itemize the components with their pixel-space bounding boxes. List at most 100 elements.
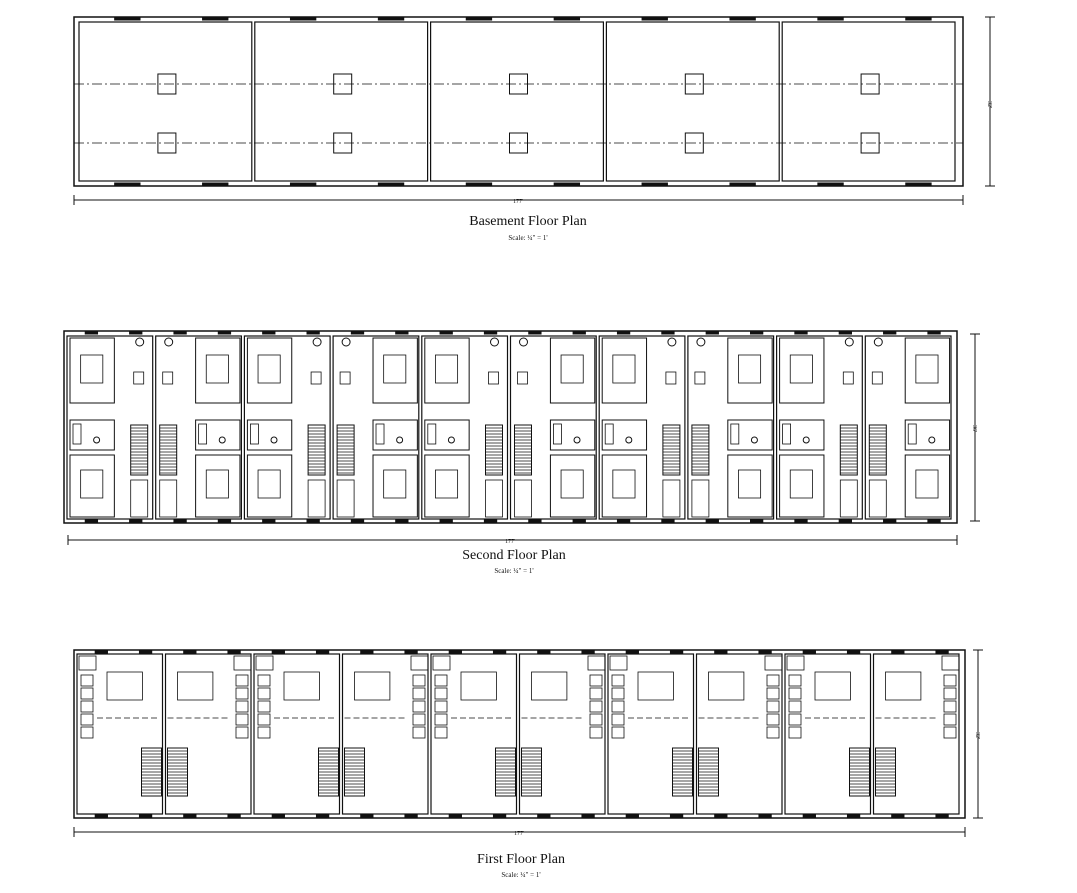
bedroom: [372, 337, 418, 404]
toilet: [270, 436, 278, 444]
half-bath: [255, 655, 274, 671]
bedroom: [549, 337, 596, 404]
closet: [691, 479, 710, 518]
kitchen-counter: [235, 713, 249, 726]
unit: [155, 335, 242, 520]
kitchen-counter: [434, 687, 448, 700]
bed: [80, 469, 104, 499]
bed: [257, 469, 281, 499]
kitchen-counter: [412, 674, 426, 687]
unit: [775, 335, 863, 520]
bathtub: [782, 423, 791, 445]
table: [531, 671, 568, 701]
unit: [518, 653, 606, 815]
unit: [872, 653, 960, 815]
bedroom: [195, 337, 241, 404]
kitchen-counter: [412, 726, 426, 739]
closet: [162, 371, 174, 385]
closet: [517, 371, 528, 385]
kitchen-counter: [788, 700, 802, 713]
bed: [612, 469, 636, 499]
basement-title: Basement Floor Plan: [469, 214, 586, 229]
bedroom: [246, 337, 293, 404]
bed: [560, 469, 584, 499]
kitchen-counter: [943, 674, 957, 687]
bed: [383, 354, 407, 384]
basement-unit: [605, 21, 780, 182]
bed: [435, 469, 459, 499]
bed: [383, 469, 407, 499]
closet: [310, 371, 322, 385]
unit: [164, 653, 252, 815]
bathroom: [424, 419, 470, 451]
kitchen-counter: [611, 726, 625, 739]
support-column: [684, 132, 704, 154]
basement-unit: [78, 21, 253, 182]
support-column: [157, 132, 177, 154]
water-heater: [341, 337, 351, 347]
stairs: [159, 424, 178, 476]
toilet: [573, 436, 581, 444]
first-floor-plan: [73, 649, 983, 837]
bed: [257, 354, 281, 384]
bathroom: [195, 419, 241, 451]
kitchen-counter: [235, 674, 249, 687]
first-floor-width-dimension: 177': [514, 831, 524, 837]
bathtub: [427, 423, 437, 445]
bathroom: [69, 419, 115, 451]
first-floor-depth-dimension: 32': [974, 732, 980, 739]
toilet: [928, 436, 936, 444]
bedroom: [727, 337, 773, 404]
water-heater: [667, 337, 677, 347]
stairs: [691, 424, 710, 476]
kitchen-counter: [589, 713, 603, 726]
kitchen-counter: [257, 700, 271, 713]
bathtub: [553, 423, 562, 445]
kitchen-counter: [611, 713, 625, 726]
half-bath: [609, 655, 628, 671]
unit: [687, 335, 775, 520]
kitchen-counter: [589, 726, 603, 739]
toilet: [396, 436, 404, 444]
unit: [341, 653, 429, 815]
kitchen-counter: [611, 687, 625, 700]
bedroom: [195, 454, 241, 518]
second-floor-scale: Scale: ¼" = 1': [494, 567, 533, 575]
water-heater: [873, 337, 883, 347]
bedroom: [69, 454, 115, 518]
water-heater: [164, 337, 174, 347]
kitchen-counter: [80, 674, 94, 687]
bedroom: [372, 454, 418, 518]
closet: [842, 371, 854, 385]
kitchen-counter: [80, 700, 94, 713]
kitchen-counter: [80, 687, 94, 700]
kitchen-counter: [434, 674, 448, 687]
kitchen-counter: [943, 687, 957, 700]
first-floor-outer-wall: [73, 649, 966, 819]
bathroom: [904, 419, 951, 451]
bedroom: [69, 337, 115, 404]
bedroom: [904, 337, 951, 404]
unit: [598, 335, 686, 520]
bed: [738, 469, 762, 499]
kitchen-counter: [257, 713, 271, 726]
kitchen-counter: [235, 687, 249, 700]
kitchen-counter: [257, 674, 271, 687]
kitchen-counter: [434, 700, 448, 713]
table: [177, 671, 214, 701]
basement-outer-wall: [73, 16, 964, 187]
stairs: [485, 424, 503, 476]
basement-unit: [254, 21, 429, 182]
kitchen-counter: [943, 726, 957, 739]
stairs: [130, 424, 149, 476]
water-heater: [696, 337, 706, 347]
closet: [485, 479, 503, 518]
water-heater: [135, 337, 145, 347]
bedroom: [779, 337, 825, 404]
bedroom: [601, 454, 648, 518]
kitchen-counter: [412, 713, 426, 726]
kitchen-counter: [80, 726, 94, 739]
support-column: [684, 73, 704, 95]
toilet: [93, 436, 101, 444]
bathtub: [730, 423, 740, 445]
